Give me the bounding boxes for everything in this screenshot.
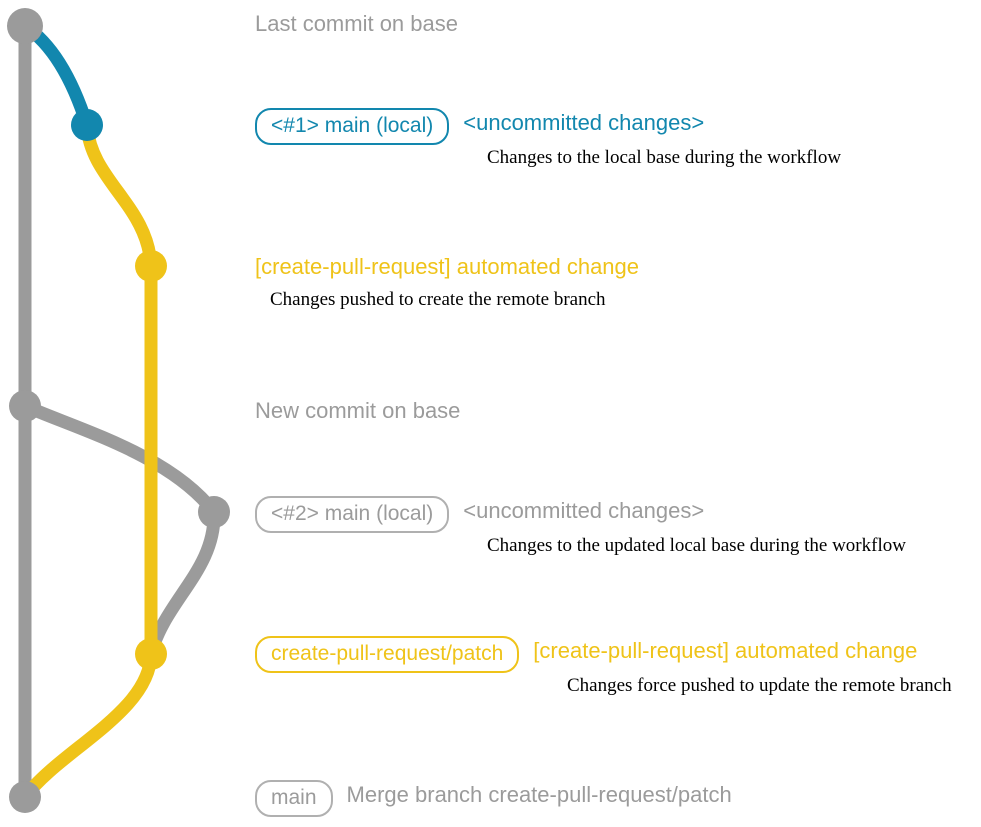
entry-local-change-2: <#2> main (local) <uncommitted changes> (255, 496, 704, 533)
commit-node-local-2[interactable] (198, 496, 230, 528)
commit-subject: <uncommitted changes> (463, 110, 705, 135)
commit-node-base-last[interactable] (7, 8, 43, 44)
branch-pill-local-1[interactable]: <#1> main (local) (255, 108, 450, 145)
commit-node-base-merge[interactable] (9, 781, 41, 813)
commit-node-base-new[interactable] (9, 390, 41, 422)
commit-subject: <uncommitted changes> (463, 498, 705, 523)
commit-subject: Merge branch create-pull-request/patch (346, 782, 732, 807)
entry-remote-change-1: [create-pull-request] automated change (255, 252, 639, 282)
entry-local-change-1: <#1> main (local) <uncommitted changes> (255, 108, 704, 145)
branch-pill-local-2[interactable]: <#2> main (local) (255, 496, 450, 533)
commit-note: Changes force pushed to update the remot… (567, 675, 952, 696)
commit-subject: New commit on base (255, 398, 461, 423)
remote2-to-merge-curve (18, 647, 158, 804)
commit-subject: Last commit on base (255, 11, 458, 36)
commit-subject: [create-pull-request] automated change (533, 638, 918, 663)
commit-note: Changes to the updated local base during… (487, 535, 906, 556)
branch-pill-main[interactable]: main (255, 780, 333, 817)
commit-node-local-1[interactable] (71, 109, 103, 141)
commit-node-remote-2[interactable] (135, 638, 167, 670)
entry-remote-change-2: create-pull-request/patch [create-pull-r… (255, 636, 917, 673)
entry-new-commit-on-base: New commit on base (255, 396, 460, 426)
local1-to-remote1-curve (80, 118, 158, 273)
entry-last-commit-on-base: Last commit on base (255, 9, 458, 39)
branch-pill-remote-patch[interactable]: create-pull-request/patch (255, 636, 520, 673)
commit-note: Changes pushed to create the remote bran… (270, 289, 606, 310)
entry-merge-commit: main Merge branch create-pull-request/pa… (255, 780, 732, 817)
base-to-local2-curve (18, 399, 221, 519)
local2-to-remote2-curve (144, 505, 221, 661)
commit-node-remote-1[interactable] (135, 250, 167, 282)
commit-note: Changes to the local base during the wor… (487, 147, 842, 168)
commit-subject: [create-pull-request] automated change (255, 254, 640, 279)
